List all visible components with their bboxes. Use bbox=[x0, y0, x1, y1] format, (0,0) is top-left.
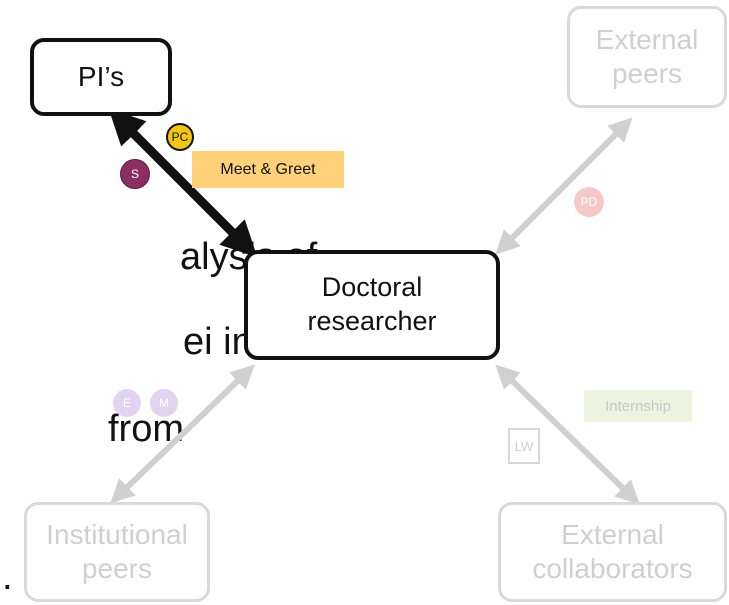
external-peers-node: External peers bbox=[567, 6, 727, 108]
external-collaborators-node: External collaborators bbox=[498, 502, 727, 602]
background-text-line-4: . bbox=[2, 556, 13, 598]
institutional-peers-label-line-1: Institutional bbox=[46, 519, 188, 551]
external-peers-doctoral-arrow bbox=[495, 117, 633, 255]
lw-badge: LW bbox=[508, 428, 540, 464]
pc-badge: PC bbox=[166, 123, 194, 151]
pis-doctoral-arrow bbox=[108, 108, 258, 258]
institutional-peers-label-line-2: peers bbox=[81, 553, 153, 584]
institutional-peers-node: Institutional peers bbox=[24, 502, 210, 602]
meet-and-greet-tag: Meet & Greet bbox=[192, 151, 344, 188]
doctoral-label-line-1: Doctoral bbox=[321, 272, 423, 303]
s-badge: S bbox=[120, 159, 150, 189]
pis-label: PI’s bbox=[77, 61, 125, 92]
external-peers-label-line-2: peers bbox=[611, 58, 683, 89]
external-peers-label-line-1: External bbox=[595, 24, 699, 56]
internship-tag: Internship bbox=[584, 390, 692, 422]
external-collaborators-label-line-1: External bbox=[561, 519, 664, 551]
pd-badge: PD bbox=[574, 187, 604, 217]
m-badge: M bbox=[150, 389, 178, 417]
e-badge: E bbox=[113, 389, 141, 417]
pis-node: PI’s bbox=[30, 38, 172, 116]
external-collaborators-label-line-2: collaborators bbox=[532, 553, 693, 584]
doctoral-label-line-2: researcher bbox=[307, 306, 437, 336]
institutional-peers-doctoral-arrow bbox=[110, 364, 255, 504]
doctoral-researcher-node: Doctoral researcher bbox=[244, 250, 500, 360]
external-collaborators-doctoral-arrow bbox=[495, 364, 640, 505]
